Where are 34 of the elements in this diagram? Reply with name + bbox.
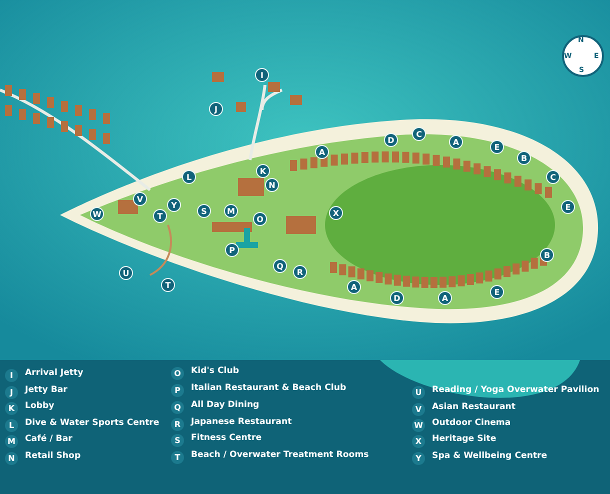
legend-text: Café / Bar <box>25 434 72 444</box>
legend-text: Lobby <box>25 401 54 411</box>
legend-text: Spa & Wellbeing Centre <box>432 451 548 461</box>
legend-text: Kid's Club <box>191 366 240 376</box>
legend-text: All Day Dining <box>191 400 260 410</box>
legend-key: X <box>412 435 425 448</box>
legend-text: Reading / Yoga Overwater Pavilion <box>432 385 600 395</box>
legend-text: Jetty Bar <box>25 385 68 395</box>
legend-text: Fitness Centre <box>191 433 262 443</box>
legend-key: T <box>171 451 184 464</box>
legend-key: U <box>412 386 425 399</box>
legend-text: Dive & Water Sports Centre <box>25 418 160 428</box>
legend-key: K <box>5 402 18 415</box>
legend-text: Italian Restaurant & Beach Club <box>191 383 346 393</box>
legend-key: L <box>5 419 18 432</box>
legend-key: S <box>171 434 184 447</box>
legend-text: Beach / Overwater Treatment Rooms <box>191 450 369 460</box>
legend-text: Outdoor Cinema <box>432 418 511 428</box>
legend-key: R <box>171 418 184 431</box>
legend-text: Heritage Site <box>432 434 496 444</box>
legend-text: Japanese Restaurant <box>191 417 292 427</box>
legend-key: Y <box>412 452 425 465</box>
legend-text: Retail Shop <box>25 451 81 461</box>
legend-key: M <box>5 435 18 448</box>
legend-text: Asian Restaurant <box>432 402 516 412</box>
legend-key: I <box>5 369 18 382</box>
legend-key: O <box>171 367 184 380</box>
legend-key: V <box>412 403 425 416</box>
legend-key: P <box>171 384 184 397</box>
legend-key: W <box>412 419 425 432</box>
legend-key: Q <box>171 401 184 414</box>
legend-text: Arrival Jetty <box>25 368 84 378</box>
legend-key: N <box>5 452 18 465</box>
legend-key: J <box>5 386 18 399</box>
